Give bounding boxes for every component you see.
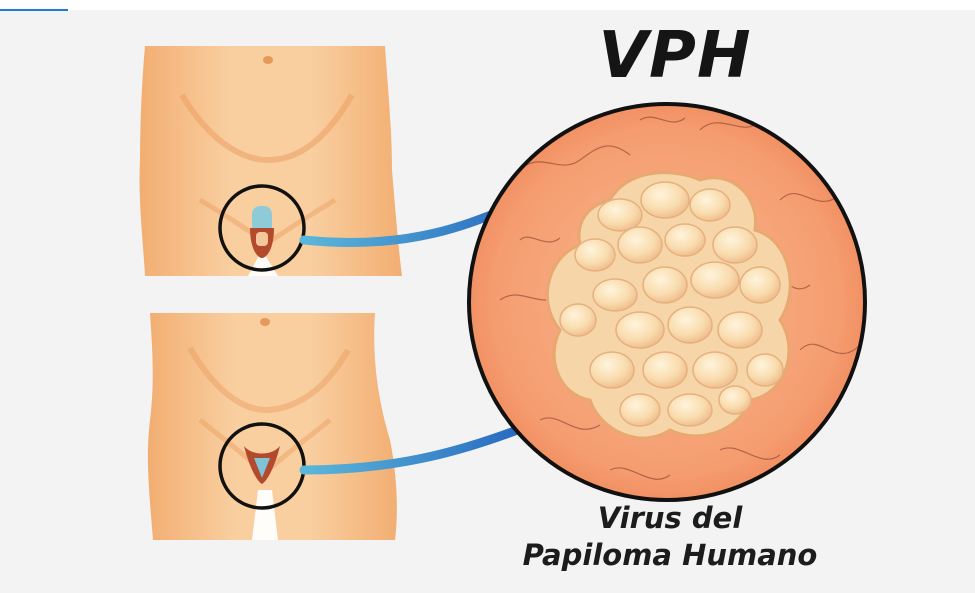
- subtitle-line-1: Virus del: [480, 500, 860, 537]
- page-title: VPH: [560, 20, 790, 92]
- subtitle-line-2: Papiloma Humano: [480, 537, 860, 574]
- female-body-icon: [148, 313, 397, 540]
- subtitle: Virus del Papiloma Humano: [480, 500, 860, 574]
